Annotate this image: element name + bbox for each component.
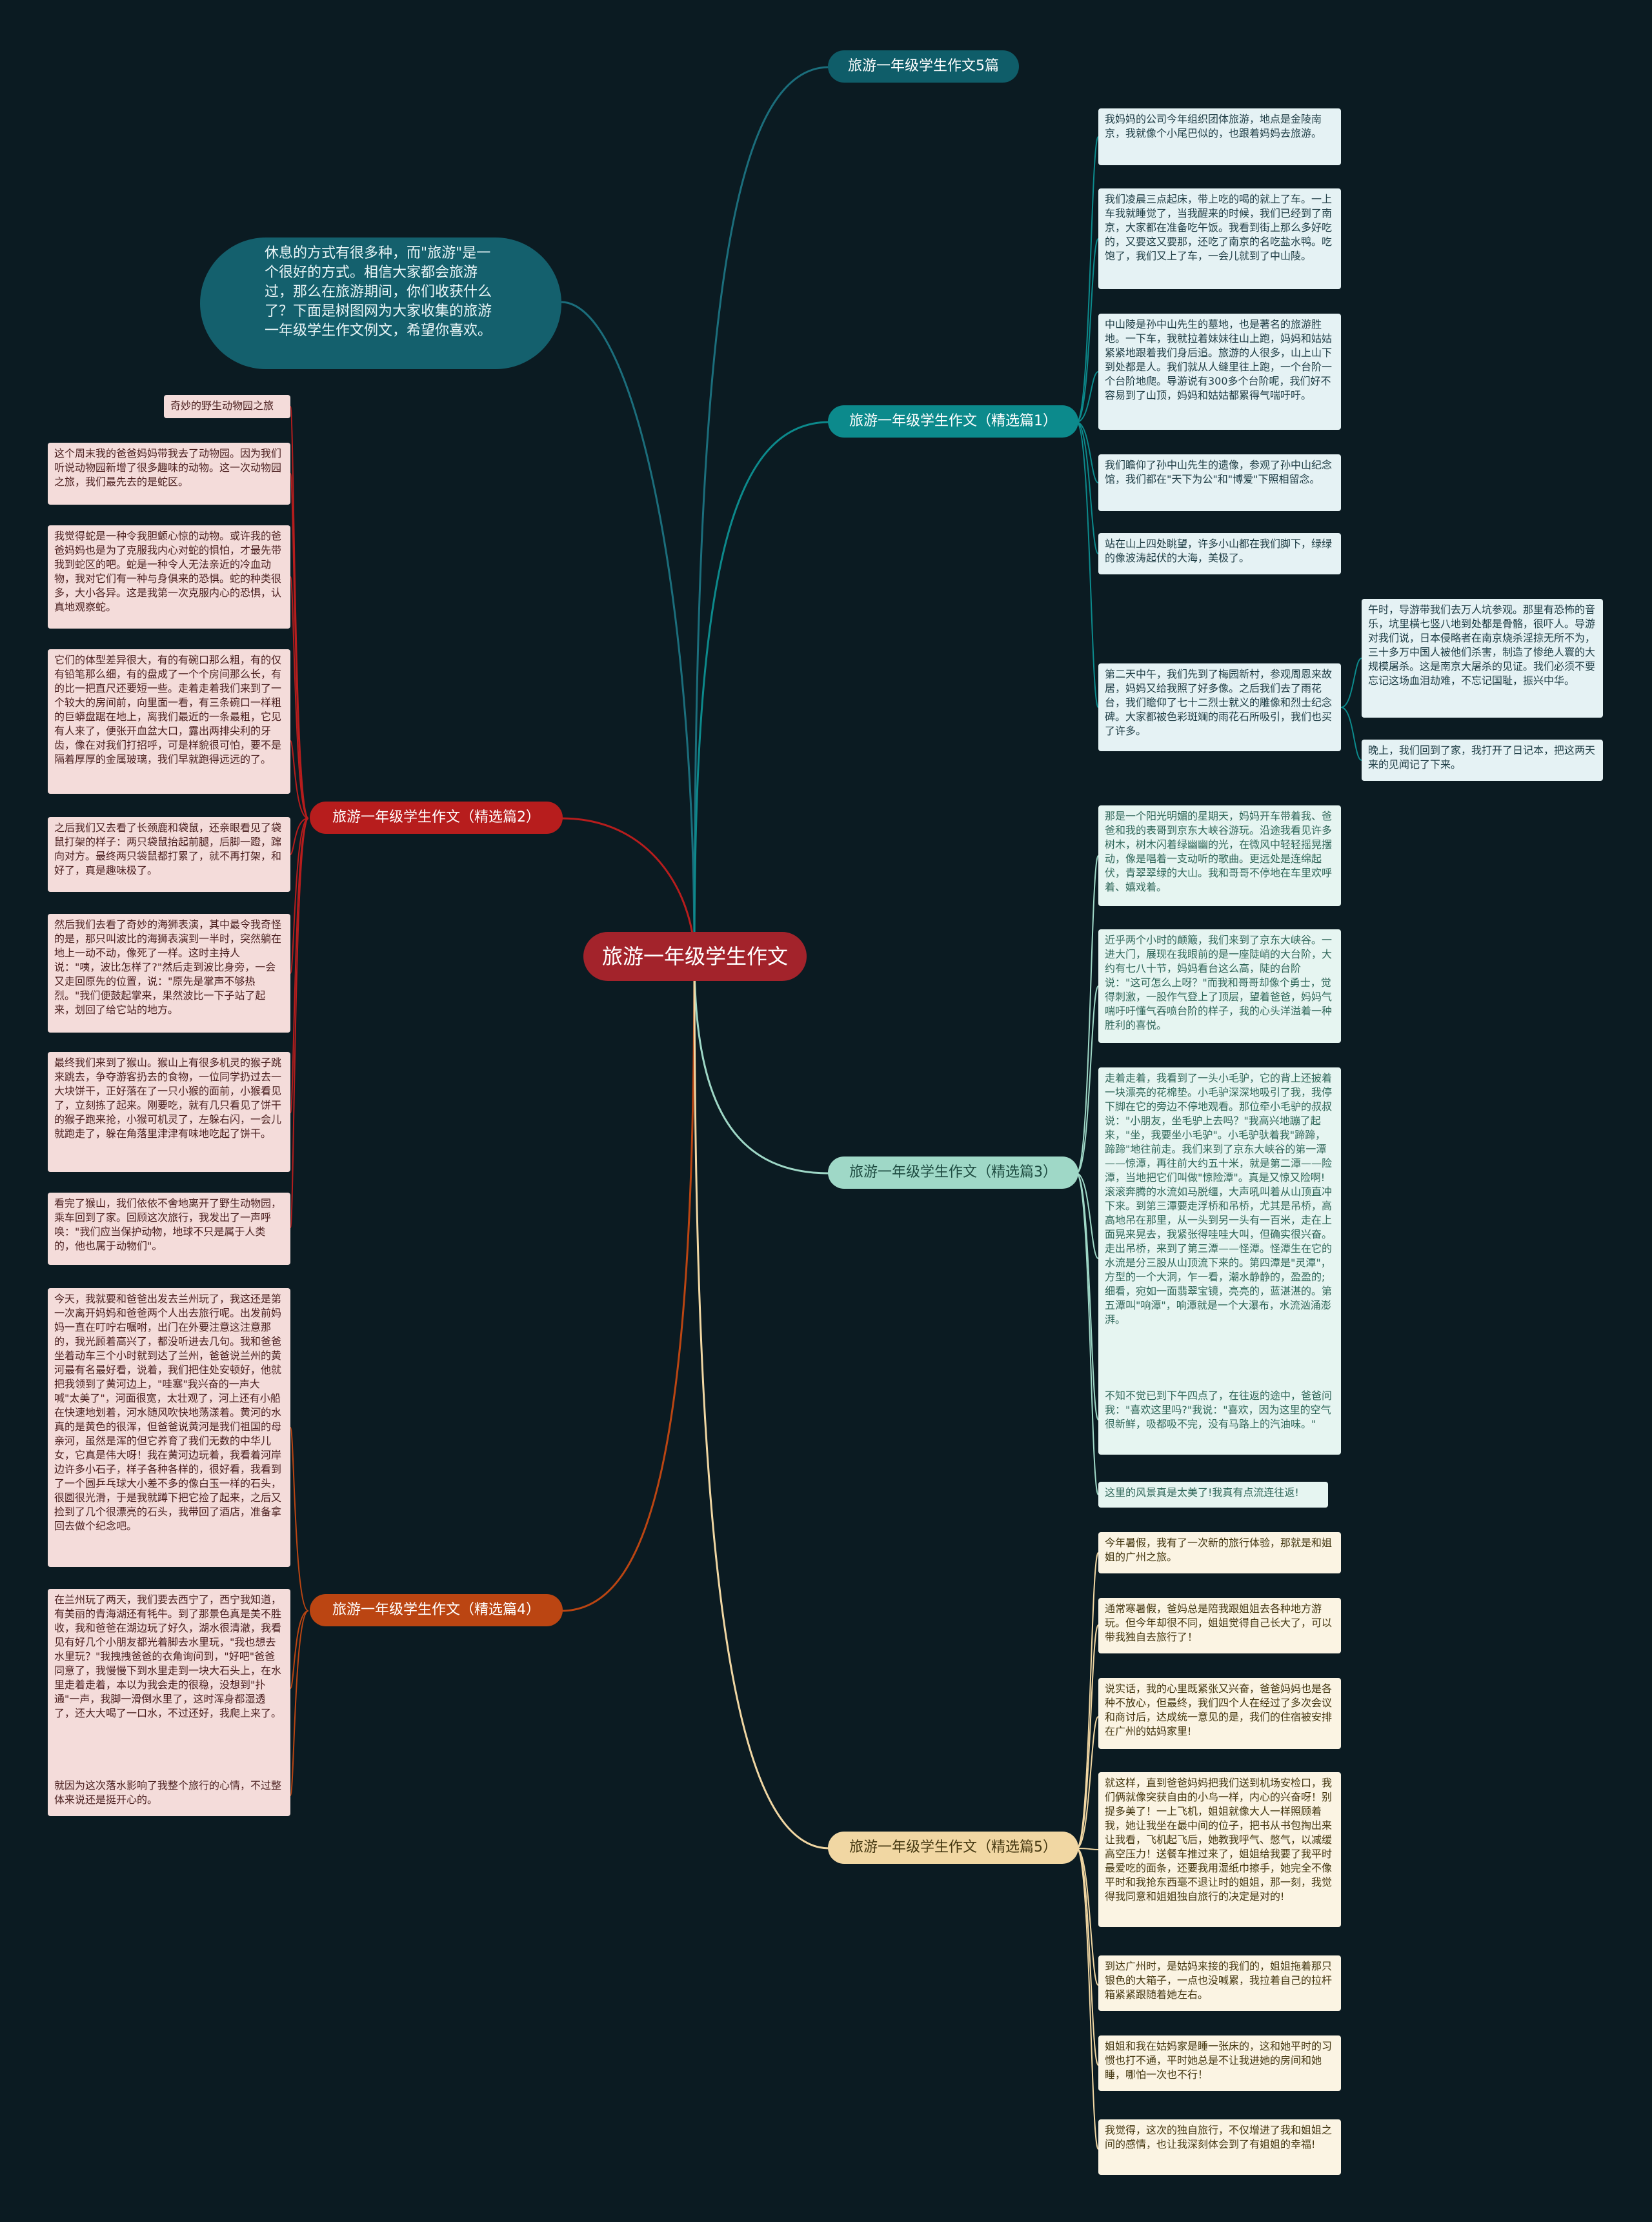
link-b3 [693, 956, 830, 1175]
note-b2-6[interactable]: 然后我们去看了奇妙的海狮表演，其中最令我奇怪的是，那只叫波比的海狮表演到一半时，… [48, 914, 290, 1033]
note-b2-5[interactable]: 之后我们又去看了长颈鹿和袋鼠，还亲眼看见了袋鼠打架的样子：两只袋鼠抬起前腿，后脚… [48, 817, 290, 892]
branch-5[interactable]: 旅游一年级学生作文（精选篇5） [828, 1832, 1078, 1864]
note-b2-7[interactable]: 最终我们来到了猴山。猴山上有很多机灵的猴子跳来跳去，争夺游客扔去的食物，一位同学… [48, 1052, 290, 1172]
note-b1-3[interactable]: 中山陵是孙中山先生的墓地，也是著名的旅游胜地。一下车，我就拉着妹妹往山上跑，妈妈… [1098, 314, 1341, 430]
link-b1 [693, 421, 830, 957]
link-b5 [693, 956, 830, 1850]
note-b1-sub-2[interactable]: 晚上，我们回到了家，我打开了日记本，把这两天来的见闻记了下来。 [1362, 740, 1603, 781]
link-b4 [561, 956, 696, 1612]
note-b2-4[interactable]: 它们的体型差异很大，有的有碗口那么粗，有的仅有铅笔那么细，有的盘成了一个个房间那… [48, 649, 290, 794]
note-b1-1[interactable]: 我妈妈的公司今年组织团体旅游，地点是金陵南京，我就像个小尾巴似的，也跟着妈妈去旅… [1098, 108, 1341, 165]
note-b2-2[interactable]: 这个周末我的爸爸妈妈带我去了动物园。因为我们听说动物园新增了很多趣味的动物。这一… [48, 443, 290, 505]
note-b3-5[interactable]: 这里的风景真是太美了!我真有点流连往返! [1098, 1482, 1328, 1508]
branch-3[interactable]: 旅游一年级学生作文（精选篇3） [828, 1156, 1078, 1189]
note-b1-6[interactable]: 第二天中午，我们先到了梅园新村，参观周恩来故居，妈妈又给我照了好多像。之后我们去… [1098, 663, 1341, 751]
note-b2-1[interactable]: 奇妙的野生动物园之旅 [164, 395, 290, 418]
note-b2-3[interactable]: 我觉得蛇是一种令我胆颤心惊的动物。或许我的爸爸妈妈也是为了克服我内心对蛇的惧怕，… [48, 525, 290, 629]
note-b5-3[interactable]: 说实话，我的心里既紧张又兴奋，爸爸妈妈也是各种不放心，但最终，我们四个人在经过了… [1098, 1678, 1341, 1749]
note-b1-5[interactable]: 站在山上四处眺望，许多小山都在我们脚下，绿绿的像波涛起伏的大海，美极了。 [1098, 533, 1341, 574]
note-b1-2[interactable]: 我们凌晨三点起床，带上吃的喝的就上了车。一上车我就睡觉了，当我醒来的时候，我们已… [1098, 188, 1341, 289]
intro-bubble[interactable]: 休息的方式有很多种，而"旅游"是一个很好的方式。相信大家都会旅游过，那么在旅游期… [200, 237, 561, 369]
note-b5-7[interactable]: 我觉得，这次的独自旅行，不仅增进了我和姐姐之间的感情，也让我深刻体会到了有姐姐的… [1098, 2119, 1341, 2175]
note-b5-5[interactable]: 到达广州时，是姑妈来接的我们的，姐姐拖着那只银色的大箱子，一点也没喊累，我拉着自… [1098, 1955, 1341, 2011]
branch-5pian[interactable]: 旅游一年级学生作文5篇 [828, 50, 1019, 83]
note-b4-1[interactable]: 今天，我就要和爸爸出发去兰州玩了，我这还是第一次离开妈妈和爸爸两个人出去旅行呢。… [48, 1288, 290, 1567]
note-b4-2[interactable]: 在兰州玩了两天，我们要去西宁了，西宁我知道，有美丽的青海湖还有牦牛。到了那景色真… [48, 1589, 290, 1789]
branch-2[interactable]: 旅游一年级学生作文（精选篇2） [310, 802, 563, 834]
note-b5-4[interactable]: 就这样，直到爸爸妈妈把我们送到机场安检口，我们俩就像突获自由的小鸟一样，内心的兴… [1098, 1772, 1341, 1927]
note-b3-3[interactable]: 走着走着，我看到了一头小毛驴，它的背上还披着一块漂亮的花棉垫。小毛驴深深地吸引了… [1098, 1067, 1341, 1394]
link-intro [561, 301, 696, 957]
note-b5-2[interactable]: 通常寒暑假，爸妈总是陪我跟姐姐去各种地方游玩。但今年却很不同，姐姐觉得自己长大了… [1098, 1598, 1341, 1653]
note-b1-4[interactable]: 我们瞻仰了孙中山先生的遗像，参观了孙中山纪念馆，我们都在"天下为公"和"博爱"下… [1098, 454, 1341, 511]
central-topic[interactable]: 旅游一年级学生作文 [583, 932, 807, 981]
link-b5pian [693, 66, 830, 957]
note-b1-sub-1[interactable]: 午时，导游带我们去万人坑参观。那里有恐怖的音乐，坑里横七竖八地到处都是骨骼，很吓… [1362, 599, 1603, 718]
note-b3-2[interactable]: 近乎两个小时的颠簸，我们来到了京东大峡谷。一进大门，展现在我眼前的是一座陡峭的大… [1098, 929, 1341, 1043]
note-b3-4[interactable]: 不知不觉已到下午四点了，在往返的途中，爸爸问我："喜欢这里吗?"我说："喜欢，因… [1098, 1385, 1341, 1455]
note-b3-1[interactable]: 那是一个阳光明媚的星期天，妈妈开车带着我、爸爸和我的表哥到京东大峡谷游玩。沿途我… [1098, 805, 1341, 906]
note-b5-1[interactable]: 今年暑假，我有了一次新的旅行体验，那就是和姐姐的广州之旅。 [1098, 1532, 1341, 1573]
note-b2-8[interactable]: 看完了猴山，我们依依不舍地离开了野生动物园，乘车回到了家。回顾这次旅行，我发出了… [48, 1193, 290, 1265]
note-b5-6[interactable]: 姐姐和我在姑妈家是睡一张床的，这和她平时的习惯也打不通，平时她总是不让我进她的房… [1098, 2035, 1341, 2091]
note-b4-3[interactable]: 就因为这次落水影响了我整个旅行的心情，不过整体来说还是挺开心的。 [48, 1775, 290, 1816]
branch-4[interactable]: 旅游一年级学生作文（精选篇4） [310, 1594, 563, 1626]
branch-1[interactable]: 旅游一年级学生作文（精选篇1） [828, 405, 1078, 438]
